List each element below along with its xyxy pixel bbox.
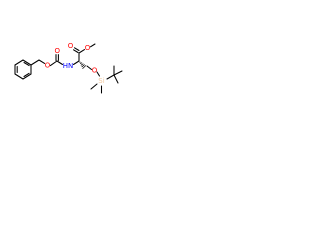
carbamate-oxygen-carbon-bond (49, 60, 58, 67)
svg-text:O: O (92, 67, 98, 75)
svg-text:O: O (45, 62, 51, 70)
carbamate-nitrogen-bond (56, 60, 64, 66)
benzene-bond (14, 73, 24, 80)
svg-text:O: O (85, 44, 91, 52)
silicon-methyl-bond (90, 83, 98, 90)
tert-butyl-methyl-bond (113, 74, 119, 84)
silicon-label: Si (98, 77, 104, 85)
svg-text:HN: HN (63, 62, 74, 70)
nitrogen-alpha-carbon-bond (72, 60, 80, 66)
methoxy-methyl-bond (89, 43, 96, 48)
benzyl-oxygen-bond (38, 59, 46, 64)
oxygen-silicon-bond (96, 71, 101, 77)
hashed-wedge-bond (79, 61, 87, 69)
bond-layer (14, 43, 123, 94)
ester-carbonyl-oxygen-label: O (68, 42, 74, 50)
ester-carbonyl-bond (72, 49, 79, 54)
atom-label-layer: O O O O HN O Si (45, 42, 105, 85)
benzene-inner-double-bond (23, 61, 30, 67)
methylene-oxygen-bond (86, 65, 93, 71)
ester-ether-oxygen-label: O (85, 44, 91, 52)
ester-oxygen-bond (78, 49, 86, 54)
ester-carbonyl-bond (73, 47, 80, 52)
tert-butyl-methyl-bond (113, 70, 123, 76)
svg-text:O: O (68, 42, 74, 50)
svg-text:Si: Si (98, 77, 104, 85)
amide-nitrogen-label: HN (63, 62, 74, 70)
svg-text:O: O (54, 47, 60, 55)
carbamate-ether-oxygen-label: O (45, 62, 51, 70)
benzene-bond (22, 59, 32, 66)
benzylic-bond (30, 59, 40, 66)
benzene-bond (14, 59, 24, 66)
benzene-inner-double-bond (23, 72, 30, 78)
silicon-tert-butyl-bond (106, 74, 115, 80)
carbamate-carbonyl-oxygen-label: O (54, 47, 60, 55)
benzene-bond (22, 73, 32, 80)
silyl-ether-oxygen-label: O (92, 67, 98, 75)
molecule-structure: O O O O HN O Si (14, 42, 123, 94)
